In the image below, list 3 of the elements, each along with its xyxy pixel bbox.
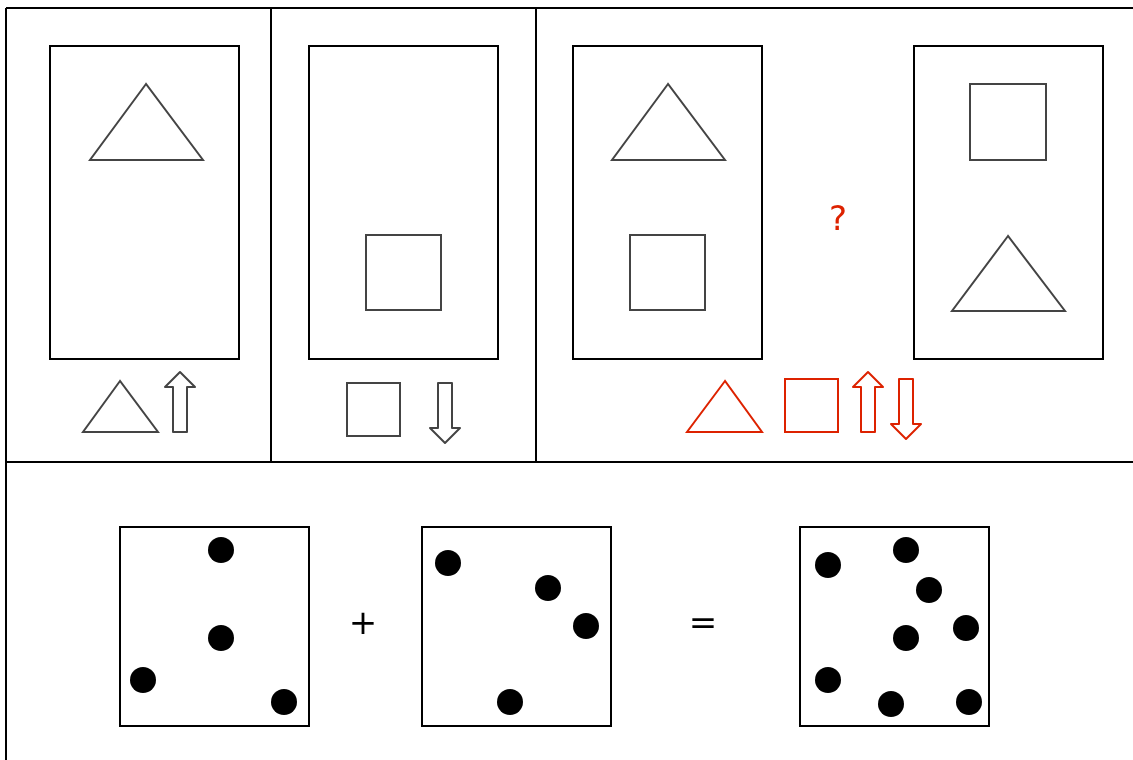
plus-sign: + [348, 605, 378, 639]
question-mark: ? [829, 201, 847, 235]
equals-sign: = [688, 605, 718, 639]
